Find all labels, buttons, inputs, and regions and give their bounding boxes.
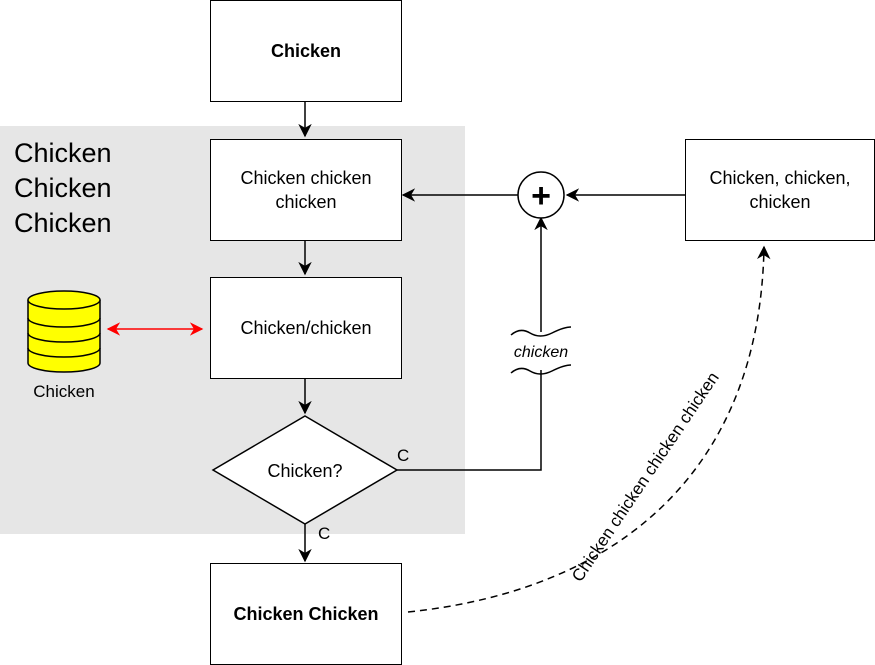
external-box: Chicken, chicken, chicken	[685, 139, 875, 241]
result-box-label: Chicken Chicken	[233, 604, 379, 624]
decision-label: Chicken?	[267, 461, 342, 481]
process-box: Chicken chicken chicken	[210, 139, 402, 241]
decision-bottom-label: C	[318, 524, 330, 543]
io-box: Chicken/chicken	[210, 277, 402, 379]
top-box: Chicken	[210, 0, 402, 102]
database-label: Chicken	[33, 382, 94, 401]
region-title-line-1: Chicken	[14, 138, 112, 168]
region-title: Chicken Chicken Chicken	[14, 136, 112, 241]
decision-to-sum-line	[397, 370, 542, 471]
region-title-line-2: Chicken	[14, 173, 112, 203]
line-break-bottom	[510, 364, 572, 375]
curve-label: Chicken chicken chicken chicken	[568, 369, 723, 586]
plus-icon: +	[531, 177, 551, 215]
region-title-line-3: Chicken	[14, 208, 112, 238]
top-box-label: Chicken	[270, 41, 342, 61]
decision-diamond	[211, 415, 399, 525]
external-box-label: Chicken, chicken, chicken	[709, 168, 851, 212]
decision-right-label: C	[397, 446, 409, 465]
feedback-dashed-curve	[407, 245, 771, 613]
process-box-label: Chicken chicken chicken	[240, 168, 372, 212]
line-break-top	[510, 326, 572, 337]
database-icon	[27, 290, 101, 373]
io-box-label: Chicken/chicken	[240, 318, 372, 338]
break-label: chicken	[514, 344, 568, 361]
result-box: Chicken Chicken	[210, 563, 402, 665]
